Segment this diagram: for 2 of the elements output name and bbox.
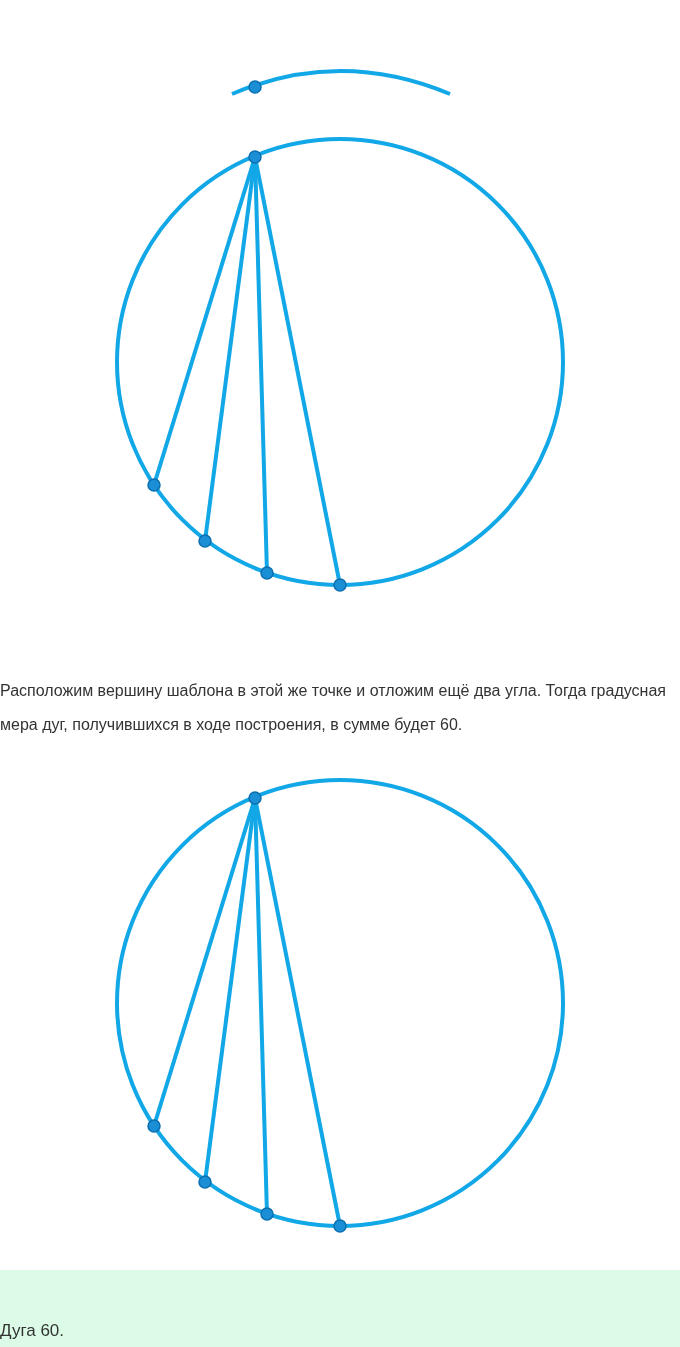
paragraph: Расположим вершину шаблона в этой же точке и отложим ещё два угла. Тогда градусная мера дуг, получившихся в ходе построения, в сумме будет 60.	[0, 681, 667, 735]
answer-text: Дуга 60.	[0, 1320, 65, 1342]
